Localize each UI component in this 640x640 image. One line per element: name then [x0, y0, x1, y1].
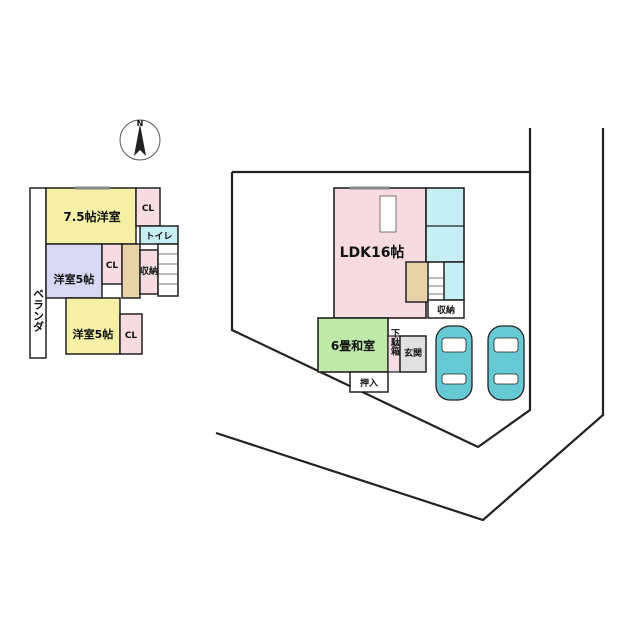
compass: N — [119, 119, 161, 161]
bath-area — [425, 187, 465, 263]
stairs-2f — [157, 243, 179, 297]
room-western-5a — [45, 243, 103, 299]
room-storage-1f — [427, 299, 465, 319]
room-toilet-label: トイレ — [145, 231, 172, 242]
room-genkan — [399, 335, 427, 373]
second-floor: ベランダ 7.5帖洋室 CL トイレ 洋室5帖 CL 収納 洋室5帖 — [29, 186, 179, 359]
room-western-5b — [65, 297, 121, 355]
stairs-1f — [405, 261, 429, 303]
boundary-line-east — [215, 128, 605, 522]
stairs-1f-steps — [428, 277, 444, 295]
room-western-5b-label: 洋室5帖 — [73, 327, 114, 341]
room-oshiire — [349, 371, 389, 393]
balcony-area — [29, 187, 47, 359]
room-western-75 — [45, 187, 137, 245]
hallway — [121, 243, 141, 299]
room-cl-3 — [119, 313, 143, 355]
room-getabako-label: 下駄箱 — [389, 328, 400, 356]
compass-ring — [119, 119, 161, 161]
balcony-label: ベランダ — [32, 288, 45, 332]
boundary-line-main — [230, 128, 532, 449]
room-western-5a-label: 洋室5帖 — [54, 272, 95, 286]
site-boundary — [215, 128, 605, 522]
first-floor: LDK16帖 収納 6畳和室 押入 下駄箱 玄関 — [317, 186, 465, 393]
room-ldk-label: LDK16帖 — [340, 244, 405, 261]
car-icon — [435, 325, 473, 401]
room-washitsu-label: 6畳和室 — [331, 338, 375, 353]
compass-label: N — [137, 119, 144, 128]
compass-needle-icon — [134, 124, 146, 156]
room-genkan-label: 玄関 — [404, 347, 422, 359]
room-washitsu — [317, 317, 389, 373]
car-icon — [487, 325, 525, 401]
kitchen-counter — [379, 195, 397, 233]
room-cl-1-label: CL — [142, 204, 155, 214]
room-cl-3-label: CL — [125, 331, 138, 341]
room-western-75-label: 7.5帖洋室 — [63, 209, 120, 224]
room-storage-2f-label: 収納 — [140, 265, 158, 277]
room-cl-2-label: CL — [106, 261, 119, 271]
toilet-1f — [443, 261, 465, 301]
room-oshiire-label: 押入 — [360, 377, 378, 389]
room-storage-1f-label: 収納 — [437, 304, 455, 316]
